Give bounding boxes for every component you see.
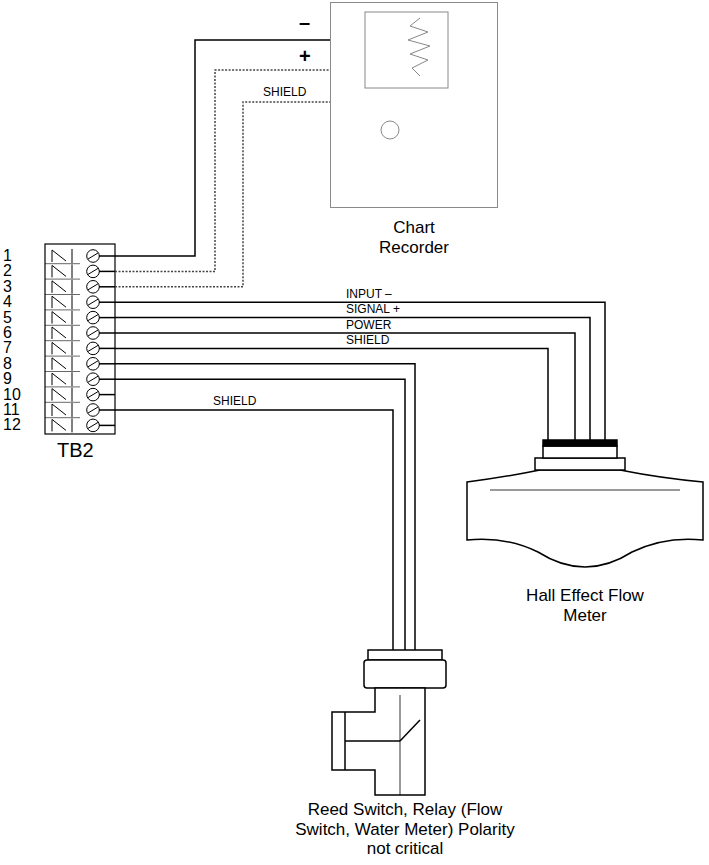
wire: [115, 379, 405, 650]
terminal: [45, 295, 115, 310]
terminal: [45, 311, 115, 326]
meter-gland: [543, 440, 617, 446]
terminal-block-drawing: [45, 244, 115, 434]
terminal-number: 8: [3, 356, 27, 371]
terminal: [45, 264, 115, 279]
terminal: [45, 388, 115, 403]
tee-paddle: [400, 720, 420, 741]
wire-label: POWER: [345, 319, 392, 331]
wire-label: SHIELD: [345, 334, 390, 346]
recorder-housing: [330, 2, 498, 208]
terminal-number: 3: [3, 279, 27, 294]
terminal-block-outline: [45, 244, 115, 434]
wire-label: INPUT –: [345, 288, 393, 300]
tee-axis: [400, 695, 401, 795]
chart-knob: [381, 121, 399, 139]
terminal-number: 12: [3, 417, 27, 432]
spacer: [465, 440, 705, 586]
terminal: [45, 326, 115, 341]
wire-label: SIGNAL +: [345, 303, 401, 315]
switch-nut: [364, 660, 446, 688]
terminal: [45, 372, 115, 387]
terminal: [45, 280, 115, 295]
wire: [115, 333, 575, 440]
wire-label: +: [298, 46, 312, 66]
spacer: [45, 243, 115, 439]
chart-window: [365, 12, 448, 88]
wire: [115, 348, 548, 440]
terminal: [52, 418, 115, 432]
terminal-number: 11: [3, 402, 27, 417]
wire: [115, 410, 393, 650]
terminal-number: 2: [3, 263, 27, 278]
wire-label: SHIELD: [212, 395, 257, 407]
device-label: TB2: [57, 439, 117, 462]
meter-base: [535, 458, 625, 470]
wire: [115, 364, 415, 650]
terminal-number: 7: [3, 340, 27, 355]
terminal-number: 9: [3, 371, 27, 386]
terminal: [45, 403, 115, 418]
device-label: Chart Recorder: [364, 218, 464, 257]
wire-label: –: [298, 12, 311, 32]
meter-body: [467, 470, 703, 567]
meter-seam: [490, 490, 680, 491]
tee-inner: [345, 740, 400, 742]
chart-trace: [408, 18, 430, 76]
terminal-number: 10: [3, 387, 27, 402]
switch-top: [368, 650, 442, 660]
terminal-block: TB2: [45, 243, 115, 462]
meter-cap: [543, 446, 617, 458]
chart-recorder-drawing: [365, 12, 448, 139]
terminal-number: 6: [3, 325, 27, 340]
terminal-number: 1: [3, 248, 27, 263]
wire-label: SHIELD: [262, 86, 307, 98]
device-label: Reed Switch, Relay (Flow Switch, Water M…: [290, 800, 520, 859]
reed-switch-drawing: [332, 650, 446, 795]
terminal: [45, 249, 115, 264]
reed-switch: Reed Switch, Relay (Flow Switch, Water M…: [290, 650, 520, 859]
chart-recorder: Chart Recorder: [330, 2, 498, 257]
flow-meter-drawing: [467, 440, 703, 567]
terminal-number: 4: [3, 294, 27, 309]
spacer: [290, 650, 520, 800]
wire: [115, 40, 330, 256]
device-label: Hall Effect Flow Meter: [525, 586, 645, 625]
tee-body: [332, 688, 425, 795]
wire: [115, 302, 605, 440]
terminal: [45, 357, 115, 372]
wire: [115, 70, 330, 271]
wire: [115, 102, 330, 287]
terminal: [45, 341, 115, 356]
terminal-number: 5: [3, 310, 27, 325]
flow-meter: Hall Effect Flow Meter: [465, 440, 705, 625]
